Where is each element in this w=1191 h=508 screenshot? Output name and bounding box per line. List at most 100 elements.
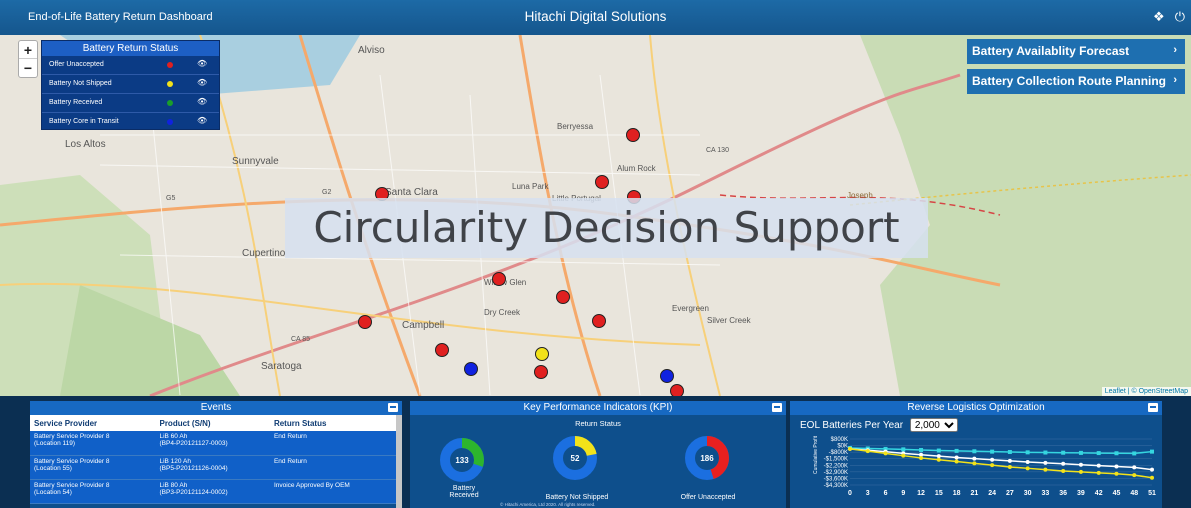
series-point [1061,469,1066,474]
map-marker-offer-unaccepted[interactable] [492,272,506,286]
series-point [1150,467,1154,472]
series-line [849,448,1153,479]
x-tick-label: 27 [1006,490,1014,497]
series-point [1007,464,1012,469]
map-marker-in-transit[interactable] [464,362,478,376]
map-marker-offer-unaccepted[interactable] [626,128,640,142]
home-icon[interactable]: ❖ [1153,9,1165,24]
eol-select[interactable]: 2,000 [909,418,958,432]
legend-row-in-transit[interactable]: Battery Core in Transit 👁 [42,113,219,132]
x-tick-label: 24 [988,490,996,497]
column-header[interactable]: Return Status [269,415,396,431]
map-label: G2 [322,189,332,196]
series-point [1096,470,1101,475]
x-tick-label: 0 [848,490,852,497]
minimize-icon[interactable] [772,403,782,412]
map-marker-offer-unaccepted[interactable] [592,314,606,328]
status-cell: End Return [269,431,396,456]
map-marker-offer-unaccepted[interactable] [534,365,548,379]
provider-cell: Battery Service Provider 8 [34,481,110,489]
forecast-button[interactable]: Battery Availablity Forecast › [967,39,1185,64]
legend-row-not-shipped[interactable]: Battery Not Shipped 👁 [42,75,219,94]
product-cell: LiB 60 Ah [159,433,188,440]
map-label: G5 [166,195,176,202]
series-point [919,455,924,460]
table-row[interactable]: Battery Service Provider 8(Location 119)… [30,431,396,456]
series-point [1025,466,1030,471]
map-marker-not-shipped[interactable] [535,347,549,361]
map-label: Silver Creek [707,316,751,325]
power-icon[interactable]: ⏻ [1174,9,1185,24]
map-label: Alum Rock [617,164,656,173]
minimize-icon[interactable] [1148,403,1158,412]
minimize-icon[interactable] [388,403,398,412]
map-label: Los Altos [65,139,106,150]
donut-received[interactable]: 133 [440,438,484,482]
map-marker-offer-unaccepted[interactable] [435,343,449,357]
map-marker-offer-unaccepted[interactable] [595,175,609,189]
overlay-title: Circularity Decision Support [285,198,928,258]
eye-icon[interactable]: 👁 [197,78,208,87]
column-header[interactable]: Service Provider [30,415,156,431]
donut-unaccepted[interactable]: 186 [685,436,729,480]
map-marker-offer-unaccepted[interactable] [556,290,570,304]
sn-cell: (BP4-P20121127-0003) [159,440,228,447]
app-header: End-of-Life Battery Return Dashboard Hit… [0,0,1191,35]
series-line [849,447,1153,455]
series-point [972,449,977,454]
donut-arc [553,436,597,480]
series-point [1150,449,1154,454]
donut-label: Battery Received [449,485,479,499]
map-view[interactable]: Alviso Los Altos Sunnyvale Santa Clara L… [0,35,1191,396]
eye-icon[interactable]: 👁 [197,116,208,125]
eye-icon[interactable]: 👁 [197,97,208,106]
map-attribution[interactable]: Leaflet | © OpenStreetMap [1101,387,1191,396]
profit-chart: $800K$0K-$800K-$1,500K-$2,200K-$2,900K-$… [813,435,1156,497]
column-header[interactable]: Product (S/N) [155,415,270,431]
series-point [1043,460,1048,465]
zoom-in-button[interactable]: + [19,41,37,59]
series-point [1025,450,1030,455]
location-cell: (Location 54) [34,488,72,496]
series-point [1114,464,1119,469]
zoom-out-button[interactable]: − [23,60,33,76]
x-tick-label: 21 [970,490,978,497]
legend-row-received[interactable]: Battery Received 👁 [42,94,219,113]
x-tick-label: 36 [1059,490,1067,497]
table-row[interactable]: Battery Service Provider 8(Location 55) … [30,455,396,480]
location-cell: (Location 55) [34,464,72,472]
y-tick-label: -$2,900K [824,470,848,476]
x-tick-label: 39 [1077,490,1085,497]
copyright: © Hitachi America, Ltd 2020. All rights … [500,502,596,507]
kpi-title: Key Performance Indicators (KPI) [523,402,673,413]
series-point [1132,473,1137,478]
donut-not-shipped[interactable]: 52 [553,436,597,480]
route-planning-button[interactable]: Battery Collection Route Planning › [967,69,1185,94]
legend-row-offer-unaccepted[interactable]: Offer Unaccepted 👁 [42,56,219,75]
donut-label: Offer Unaccepted [680,494,736,501]
map-label: Cupertino [242,248,286,259]
series-point [1132,465,1137,470]
series-point [936,454,941,459]
donut-value: 186 [700,454,714,463]
series-point [1061,461,1066,466]
series-point [990,463,995,468]
x-tick-label: 33 [1042,490,1050,497]
legend-title: Battery Return Status [42,41,219,56]
x-tick-label: 51 [1148,490,1156,497]
map-marker-offer-unaccepted[interactable] [358,315,372,329]
eye-icon[interactable]: 👁 [197,59,208,68]
route-planning-button-label: Battery Collection Route Planning [972,74,1167,88]
donut-arc [440,438,484,482]
series-point [1007,458,1012,463]
table-row[interactable]: Battery Service Provider 8(Location 54) … [30,479,396,504]
eol-label: EOL Batteries Per Year [800,420,904,431]
series-point [1025,460,1030,464]
map-marker-in-transit[interactable] [660,369,674,383]
scrollbar[interactable] [396,415,402,508]
series-point [972,461,977,466]
series-line [849,448,1153,471]
map-label: Joseph [847,191,873,200]
map-marker-offer-unaccepted[interactable] [670,384,684,396]
legend-label: Offer Unaccepted [49,61,104,68]
